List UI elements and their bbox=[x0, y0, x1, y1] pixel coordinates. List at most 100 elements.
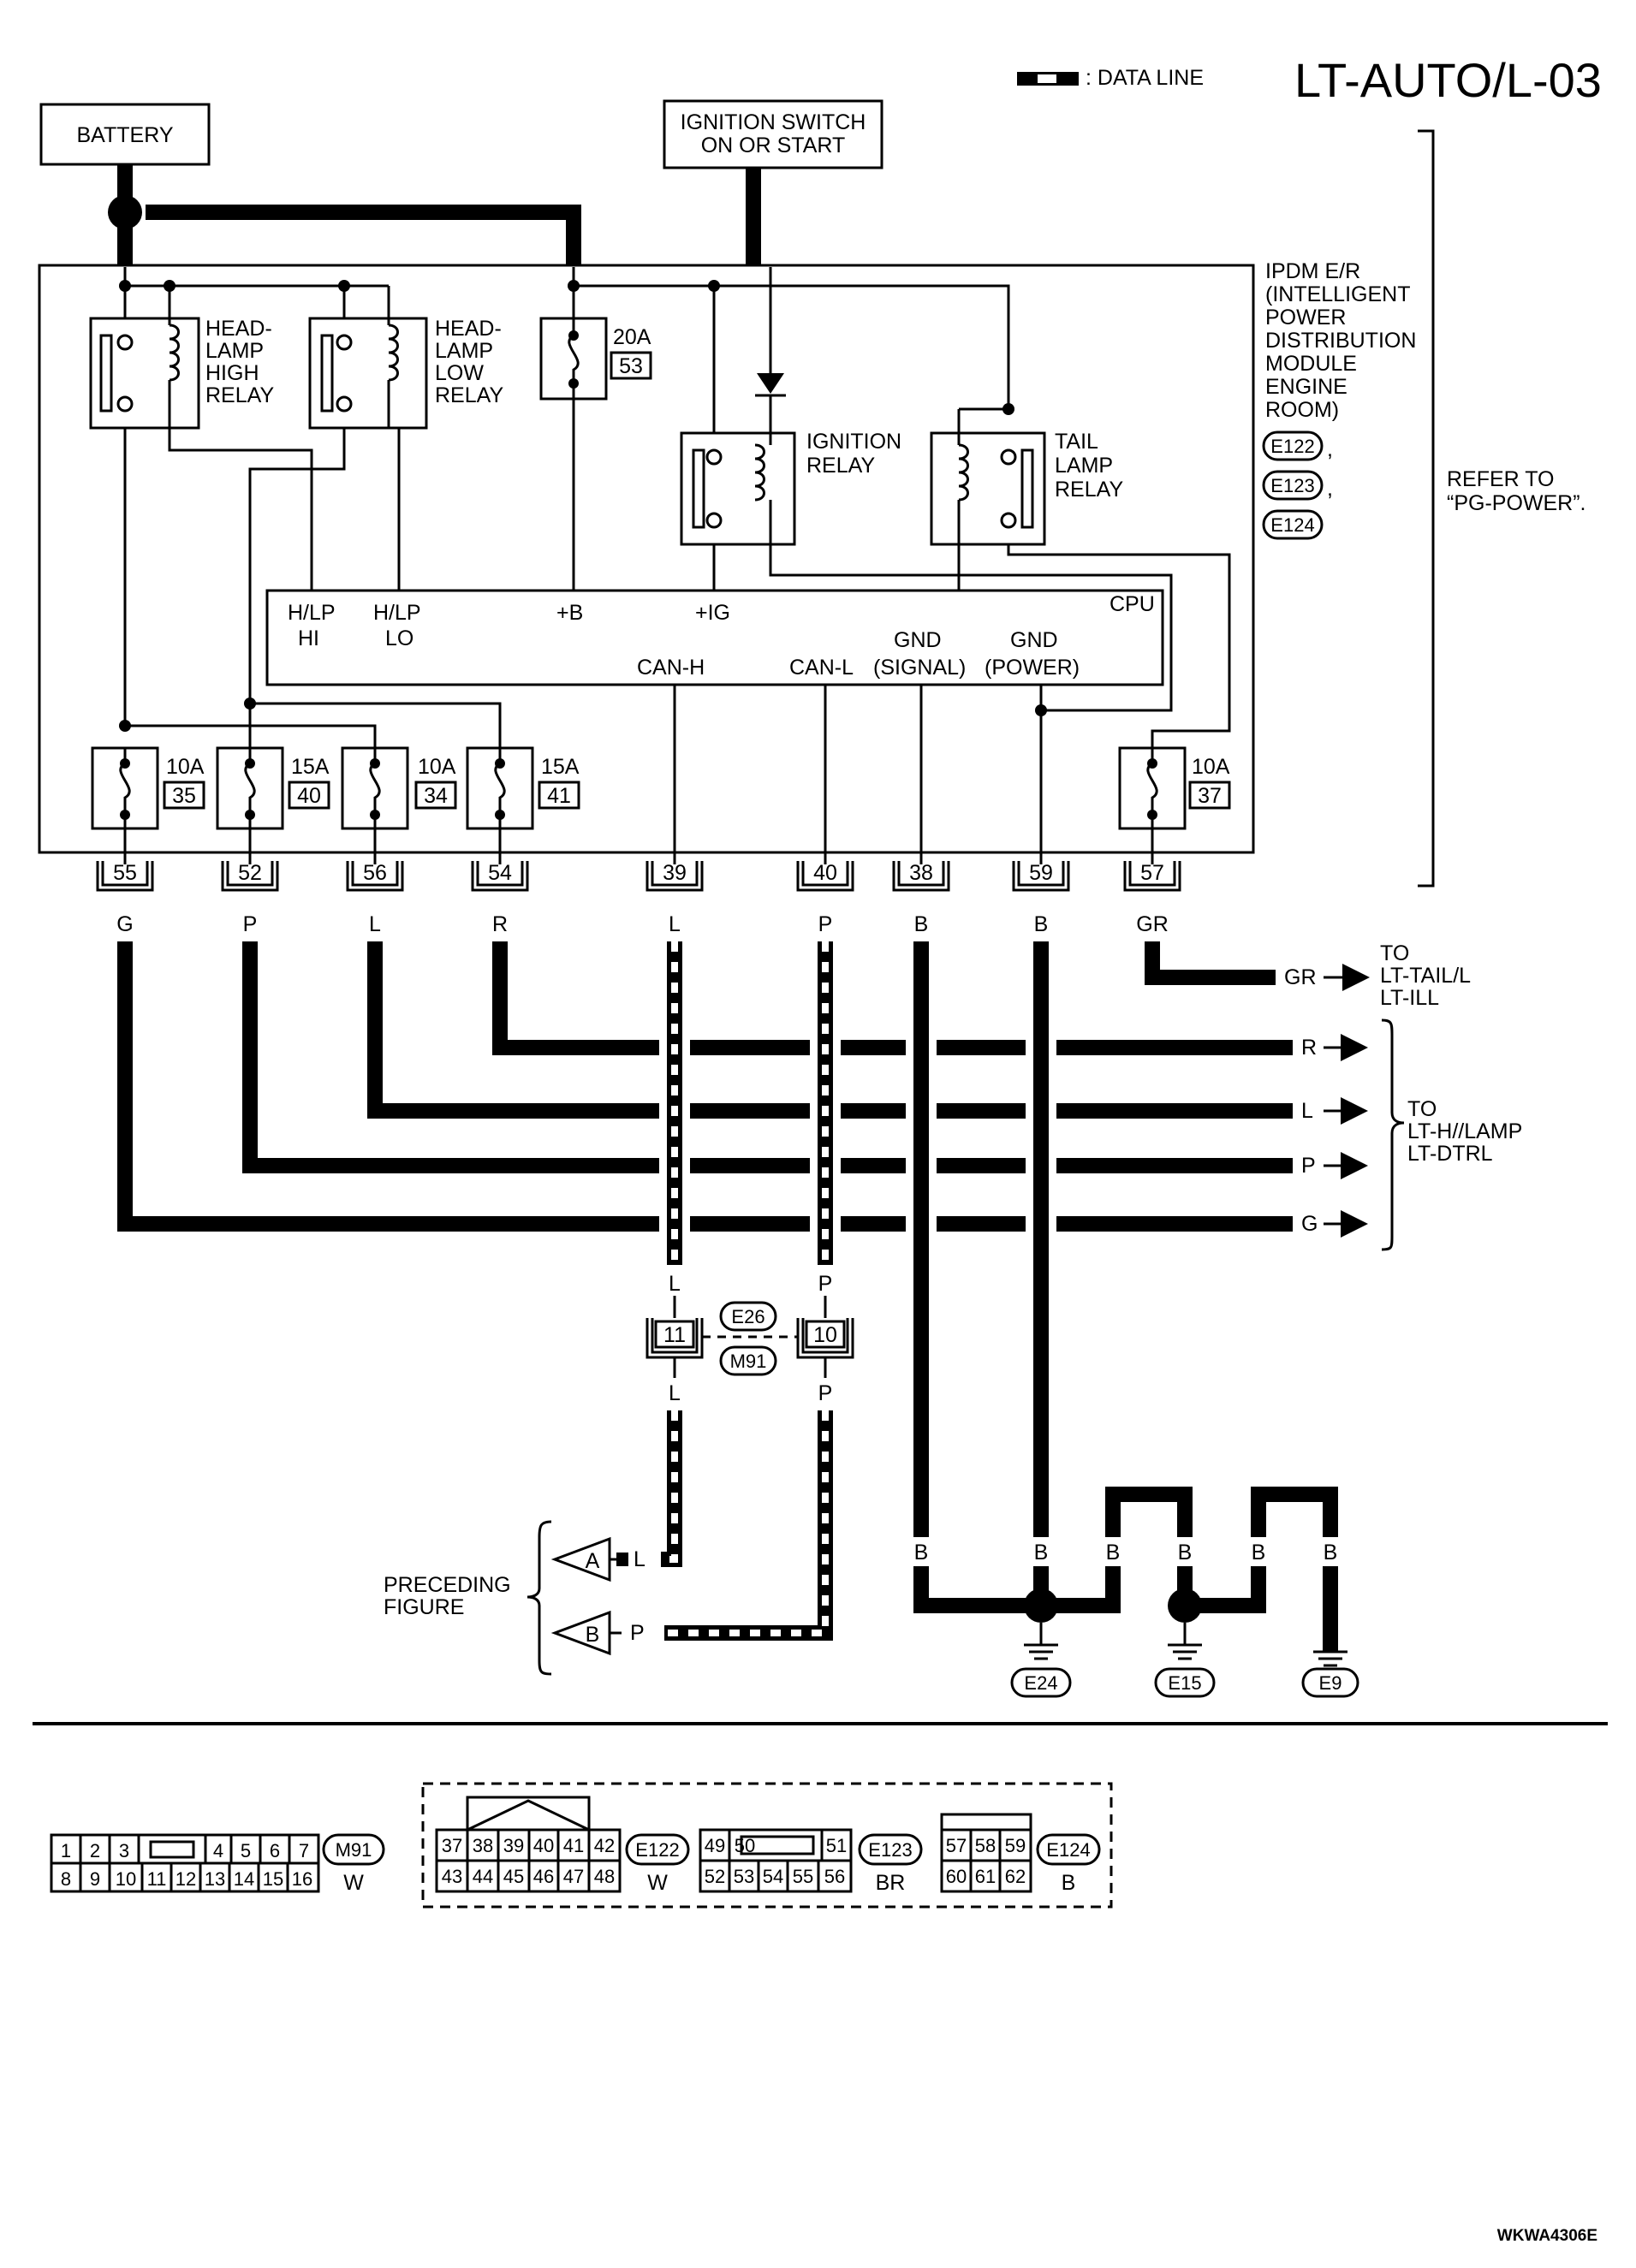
headlamp-low-relay: HEAD- LAMP LOW RELAY bbox=[308, 286, 503, 430]
e122-r2-4: 47 bbox=[563, 1866, 584, 1887]
ipdm-connector-2: E123 bbox=[1270, 475, 1314, 496]
fuse-35: 10A 35 bbox=[91, 746, 205, 864]
ipdm-name-7: ROOM) bbox=[1265, 398, 1339, 422]
terminal-38: 38B bbox=[892, 861, 950, 936]
preceding-b-letter: B bbox=[586, 1623, 600, 1647]
cpu-gnd-power-1: GND bbox=[1010, 628, 1058, 652]
ignition-relay-label-2: RELAY bbox=[806, 454, 875, 478]
e122-r2-0: 43 bbox=[442, 1866, 462, 1887]
refer-to-1: REFER TO bbox=[1447, 467, 1555, 491]
terminal-54-color: R bbox=[492, 912, 508, 936]
m91-r2-3: 11 bbox=[147, 1868, 167, 1890]
cpu-hlp-lo-2: LO bbox=[385, 626, 413, 650]
cpu-can-h: CAN-H bbox=[637, 656, 705, 680]
cpu-can-l: CAN-L bbox=[789, 656, 854, 680]
terminal-55: 55G bbox=[96, 861, 154, 936]
fuse-40-num: 40 bbox=[297, 784, 321, 808]
cpu-gnd-signal-2: (SIGNAL) bbox=[873, 656, 966, 680]
ground-e24: E24 bbox=[1024, 1672, 1057, 1694]
fuse-41-num: 41 bbox=[547, 784, 571, 808]
m91-r2-8: 16 bbox=[292, 1868, 312, 1890]
hlamp-color-l: L bbox=[1301, 1099, 1313, 1123]
m91-r2-4: 12 bbox=[175, 1868, 196, 1890]
e122-r2-2: 45 bbox=[503, 1866, 524, 1887]
ipdm-connector-group bbox=[421, 1782, 1113, 1909]
terminal-39-color: L bbox=[669, 912, 681, 936]
refer-to-2: “PG-POWER”. bbox=[1447, 491, 1586, 515]
ignition-switch-label-2: ON OR START bbox=[701, 134, 846, 157]
cpu-plus-b: +B bbox=[556, 601, 583, 625]
e123-r2-1: 53 bbox=[734, 1866, 754, 1887]
ipdm-comma-1: , bbox=[1327, 437, 1333, 461]
ipdm-name-1: IPDM E/R bbox=[1265, 259, 1360, 283]
e123-r2-0: 52 bbox=[705, 1866, 725, 1887]
ignition-relay: IGNITION RELAY bbox=[680, 267, 901, 546]
m91-r1-6: 6 bbox=[270, 1840, 280, 1861]
wire-g bbox=[117, 941, 1293, 1232]
headlamp-low-label-3: LOW bbox=[435, 361, 484, 385]
terminal-39: 39L bbox=[645, 861, 704, 936]
wire-tail-relay-out bbox=[1007, 544, 1231, 748]
fuse-53: 20A 53 bbox=[539, 313, 652, 404]
connector-view-m91: 1 2 3 4 5 6 7 8 9 10 11 12 13 14 15 16 M… bbox=[50, 1833, 385, 1895]
can-data-lines: L P 11 10 E26 M91 L P bbox=[645, 941, 854, 1641]
bus-right bbox=[572, 267, 1010, 409]
m91-r1-0: 1 bbox=[61, 1840, 71, 1861]
ground-e15: E15 bbox=[1168, 1672, 1201, 1694]
joint-bottom-color-p: P bbox=[818, 1381, 833, 1405]
wire-r bbox=[492, 941, 1293, 1055]
ipdm-name-2: (INTELLIGENT bbox=[1265, 282, 1410, 306]
e124-name: E124 bbox=[1046, 1839, 1090, 1861]
ipdm-name-6: ENGINE bbox=[1265, 375, 1347, 399]
terminal-56-num: 56 bbox=[363, 861, 387, 885]
cpu-hlp-lo-1: H/LP bbox=[373, 601, 421, 625]
battery-label: BATTERY bbox=[77, 123, 174, 147]
terminal-52: 52P bbox=[221, 861, 279, 936]
fuse-34-amps: 10A bbox=[418, 755, 456, 779]
e122-color: W bbox=[647, 1871, 668, 1895]
e122-r1-4: 41 bbox=[563, 1835, 584, 1856]
ground-color-2: B bbox=[1034, 1541, 1049, 1564]
joint-connector-e26: E26 bbox=[731, 1306, 764, 1327]
tail-relay-label-1: TAIL bbox=[1055, 430, 1098, 454]
e123-r2-3: 55 bbox=[793, 1866, 813, 1887]
tail-dest-1: TO bbox=[1380, 941, 1409, 965]
cpu-plus-ig: +IG bbox=[695, 601, 730, 625]
fuse-41-amps: 15A bbox=[541, 755, 580, 779]
hlamp-bracket bbox=[1381, 1018, 1405, 1251]
ignition-switch-source: IGNITION SWITCH ON OR START bbox=[663, 99, 883, 169]
e124-r2-0: 60 bbox=[946, 1866, 967, 1887]
ipdm-label: IPDM E/R (INTELLIGENT POWER DISTRIBUTION… bbox=[1262, 259, 1416, 540]
ground-color-4: B bbox=[1178, 1541, 1193, 1564]
headlamp-high-label-4: RELAY bbox=[205, 383, 274, 407]
ipdm-connector-3: E124 bbox=[1270, 514, 1314, 536]
ignition-switch-label-1: IGNITION SWITCH bbox=[681, 110, 866, 134]
terminal-52-color: P bbox=[243, 912, 258, 936]
preceding-a-color: L bbox=[634, 1547, 645, 1571]
tail-relay-label-3: RELAY bbox=[1055, 478, 1123, 502]
tail-wire-color: GR bbox=[1284, 965, 1317, 989]
headlamp-harness: R L P G TO LT-H//LAMP LT-DTRL bbox=[117, 941, 1522, 1251]
ground-color-5: B bbox=[1252, 1541, 1266, 1564]
fuse-53-num: 53 bbox=[619, 354, 643, 378]
headlamp-high-label-2: LAMP bbox=[205, 339, 264, 363]
terminal-59-num: 59 bbox=[1029, 861, 1053, 885]
terminal-54-num: 54 bbox=[488, 861, 512, 885]
e123-r2-4: 56 bbox=[824, 1866, 845, 1887]
tail-dest-3: LT-ILL bbox=[1380, 986, 1439, 1010]
cpu-hlp-hi-2: HI bbox=[298, 626, 319, 650]
ipdm-connector-1: E122 bbox=[1270, 436, 1314, 457]
headlamp-high-label-3: HIGH bbox=[205, 361, 259, 385]
headlamp-low-label-1: HEAD- bbox=[435, 317, 502, 341]
headlamp-low-label-2: LAMP bbox=[435, 339, 493, 363]
hlamp-color-p: P bbox=[1301, 1154, 1316, 1178]
terminal-54: 54R bbox=[471, 861, 529, 936]
ground-color-6: B bbox=[1324, 1541, 1338, 1564]
e124-r1-0: 57 bbox=[946, 1835, 967, 1856]
e124-r2-2: 62 bbox=[1005, 1866, 1026, 1887]
preceding-label-2: FIGURE bbox=[384, 1595, 464, 1619]
m91-r1-2: 3 bbox=[119, 1840, 129, 1861]
preceding-label-1: PRECEDING bbox=[384, 1573, 511, 1597]
